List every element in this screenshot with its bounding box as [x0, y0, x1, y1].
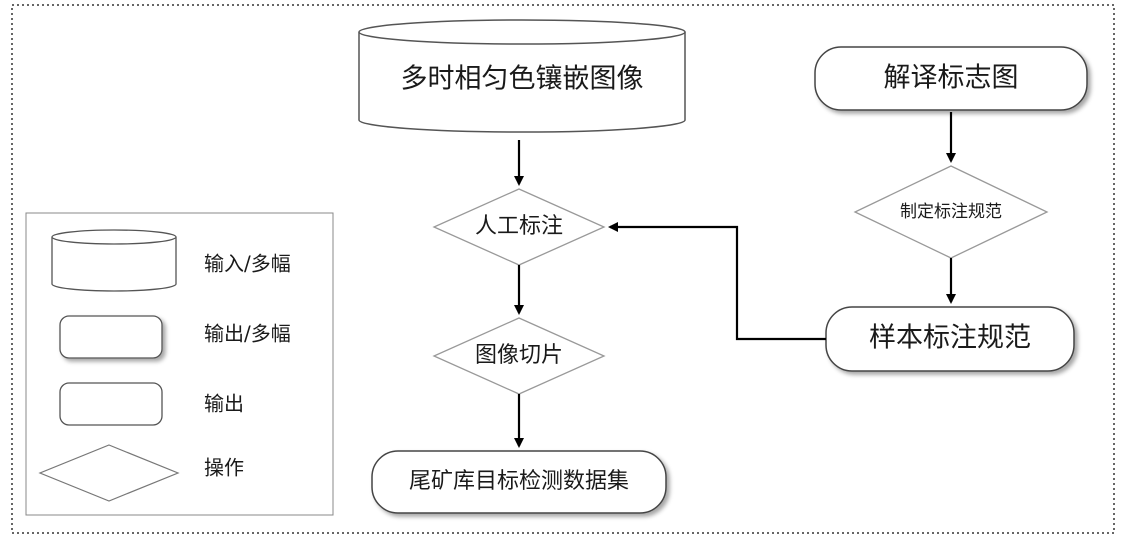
define-spec-label: 制定标注规范 [900, 202, 1002, 222]
image-tiling-node: 图像切片 [432, 317, 606, 395]
sample-spec-node: 样本标注规范 [825, 306, 1075, 372]
mosaic-input-node: 多时相匀色镶嵌图像 [358, 19, 686, 133]
manual-annotation-label: 人工标注 [475, 214, 563, 239]
legend-output-label: 输出 [204, 392, 244, 416]
legend-input-multi-label: 输入/多幅 [204, 252, 291, 276]
mosaic-input-label: 多时相匀色镶嵌图像 [401, 64, 644, 95]
legend-cylinder-symbol [51, 229, 177, 292]
legend-rounded-shadow-symbol [59, 315, 163, 359]
legend-diamond-symbol [38, 444, 180, 502]
dataset-output-node: 尾矿库目标检测数据集 [371, 450, 667, 514]
legend-output-multi-label: 输出/多幅 [204, 322, 291, 346]
interpretation-chart-label: 解译标志图 [884, 63, 1019, 94]
define-spec-node: 制定标注规范 [853, 165, 1049, 259]
interpretation-chart-node: 解译标志图 [814, 46, 1088, 111]
dataset-output-label: 尾矿库目标检测数据集 [409, 469, 629, 494]
manual-annotation-node: 人工标注 [432, 188, 606, 266]
legend-rounded-symbol [59, 382, 163, 426]
outer-frame [11, 4, 1115, 534]
legend-operation-label: 操作 [204, 456, 244, 480]
image-tiling-label: 图像切片 [475, 343, 563, 368]
legend: 输入/多幅 输出/多幅 输出 操作 [25, 212, 334, 516]
sample-spec-label: 样本标注规范 [869, 323, 1031, 354]
arrow-sample-to-annotation [608, 222, 826, 341]
